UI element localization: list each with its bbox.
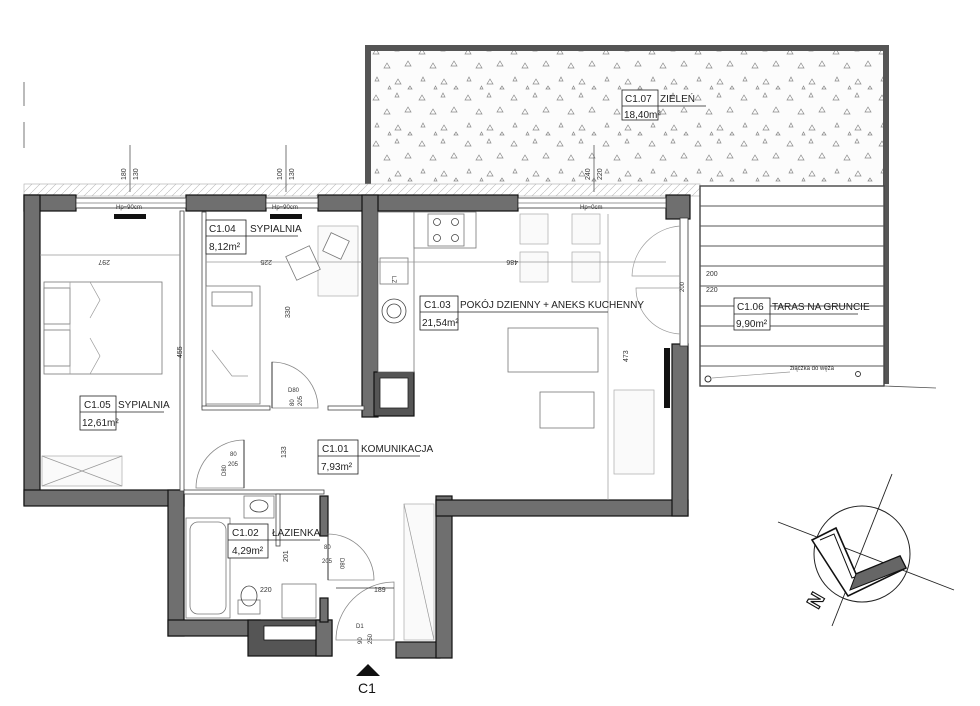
c101-name: KOMUNIKACJA [361,444,434,455]
exterior-strip [23,183,701,197]
dim-c101-a: 133 [281,446,288,458]
terrace-door [631,217,689,408]
dining-set [519,213,601,283]
hose-note: złączka do węża [790,366,835,372]
window-3-height: 240 [585,168,592,180]
c104-area: 8,12m² [209,242,241,253]
c107-code: C1.07 [625,94,652,105]
c101-area: 7,93m² [321,462,353,473]
door-c104-width: 80 [290,399,296,406]
door-c104 [271,361,319,409]
compass-north-label: N [803,589,829,613]
door-d1-label: D1 [356,624,364,630]
c101-code: C1.01 [322,444,349,455]
double-bed [43,281,163,375]
c104-name: SYPIALNIA [250,224,302,235]
fridge-label: LZ [390,276,396,283]
outlet-icon [855,371,861,377]
door-c105-label: D80 [222,464,228,476]
label-c103: C1.03 POKÓJ DZIENNY + ANEKS KUCHENNY 21,… [419,295,644,331]
c105-code: C1.05 [84,400,111,411]
c102-area: 4,29m² [232,546,264,557]
window-2-hp: Hp=90cm [272,205,298,211]
window-3-hp: Hp=0cm [580,205,603,211]
c103-area: 21,54m² [422,318,459,329]
sofa [507,327,599,373]
door-d1-height: 250 [368,633,374,644]
window-2-sill: 130 [289,168,296,180]
c102-name: ŁAZIENKA [272,528,321,539]
dim-terrace-door-b: 220 [706,287,718,294]
c103-code: C1.03 [424,300,451,311]
window-3-sill: 220 [597,168,604,180]
kitchen-counter [377,211,477,373]
dim-c104-width: 225 [260,258,272,265]
terrace-deck [699,185,937,389]
door-c104-height: 205 [298,395,304,406]
water-tap-icon [704,375,712,383]
dim-terrace-door-a: 200 [706,271,718,278]
c105-name: SYPIALNIA [118,400,170,411]
desk-chair-c104 [285,225,359,297]
label-c105: C1.05 SYPIALNIA 12,61m² [79,395,170,431]
dim-c103-width: 486 [506,258,518,265]
c104-code: C1.04 [209,224,236,235]
dim-c101-width: 189 [374,587,386,594]
tv-cabinet [613,389,655,475]
door-c105-width: 80 [230,452,237,458]
c107-area: 18,40m² [624,110,661,121]
coffee-table [539,391,595,429]
door-c102-label: D80 [338,558,344,570]
door-entrance [335,581,395,641]
window-1-height: 180 [121,168,128,180]
entry-label: C1 [358,680,376,696]
c103-name: POKÓJ DZIENNY + ANEKS KUCHENNY [460,298,644,311]
toilet [237,585,261,615]
entry-arrow-icon [356,664,380,676]
dim-c105-height: 455 [177,346,184,358]
window-marks [23,82,595,192]
dim-c102-width: 220 [260,587,272,594]
label-c107: C1.07 ZIELEŃ 18,40m² [621,89,706,121]
dim-c105-width: 297 [98,258,110,265]
dim-c102-height: 201 [283,550,290,562]
door-c102 [327,533,375,581]
window-1-sill: 130 [133,168,140,180]
dim-c104-height: 330 [285,306,292,318]
door-c104-label: D80 [288,388,300,394]
washbasin [243,495,275,519]
label-c104: C1.04 SYPIALNIA 8,12m² [205,219,302,255]
window-c104 [265,197,319,219]
dim-terrace-door-v: 200 [680,281,686,292]
label-c102: C1.02 ŁAZIENKA 4,29m² [227,523,321,559]
c106-area: 9,90m² [736,319,768,330]
window-c103 [517,197,667,209]
dim-c103-height: 473 [623,350,630,362]
washing-machine [281,583,317,619]
label-c101: C1.01 KOMUNIKACJA 7,93m² [317,439,434,475]
c105-area: 12,61m² [82,418,119,429]
c106-name: TARAS NA GRUNCIE [772,302,870,313]
label-c106: C1.06 TARAS NA GRUNCIE 9,90m² [733,297,870,331]
door-c105 [195,439,245,489]
walls [23,194,691,659]
door-c102-width: 80 [324,545,331,551]
door-c102-height: 205 [322,559,333,565]
single-bed [205,285,261,405]
c107-name: ZIELEŃ [660,92,695,105]
door-d1-width: 90 [358,637,364,644]
bathtub [185,517,231,619]
window-c105 [75,197,187,219]
door-c105-height: 205 [228,462,239,468]
window-2-height: 100 [277,168,284,180]
c106-code: C1.06 [737,302,764,313]
c102-code: C1.02 [232,528,259,539]
compass-icon [777,473,955,627]
window-1-hp: Hp=90cm [116,205,142,211]
